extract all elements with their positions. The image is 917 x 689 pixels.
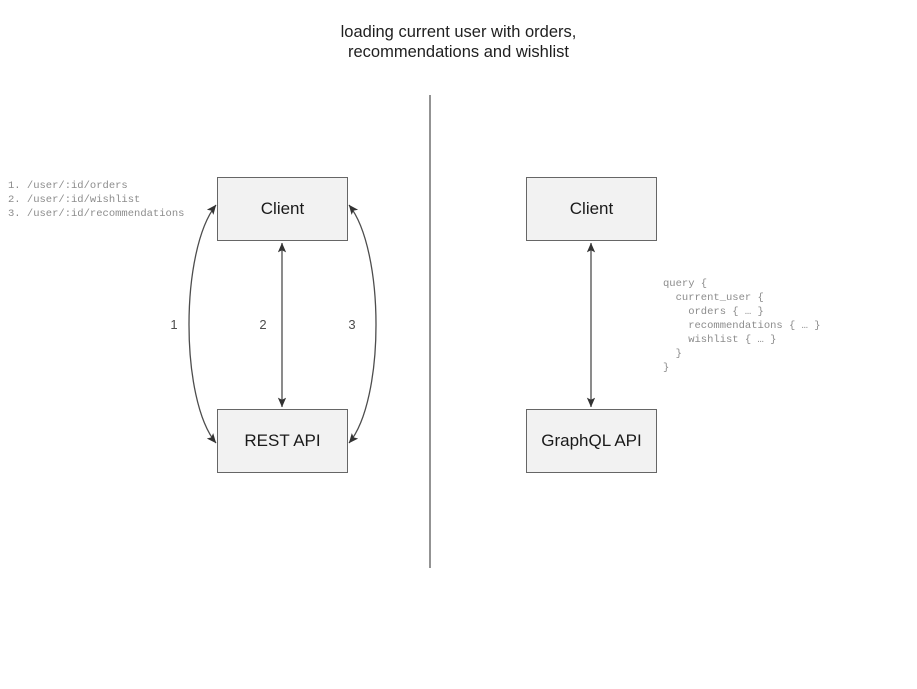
edge-1-orders — [188, 204, 217, 444]
node-client-rest[interactable]: Client — [217, 177, 348, 241]
edge-label-3: 3 — [348, 317, 356, 332]
node-client-graphql[interactable]: Client — [526, 177, 657, 241]
node-rest-api[interactable]: REST API — [217, 409, 348, 473]
node-graphql-api[interactable]: GraphQL API — [526, 409, 657, 473]
edge-label-2: 2 — [259, 317, 267, 332]
rest-endpoint-list: 1. /user/:id/orders 2. /user/:id/wishlis… — [8, 180, 185, 220]
edge-3-recommendations — [348, 204, 377, 444]
edge-label-1: 1 — [170, 317, 178, 332]
page-title: loading current user with orders, recomm… — [340, 23, 577, 61]
graphql-query-block: query { current_user { orders { … } reco… — [663, 278, 821, 374]
